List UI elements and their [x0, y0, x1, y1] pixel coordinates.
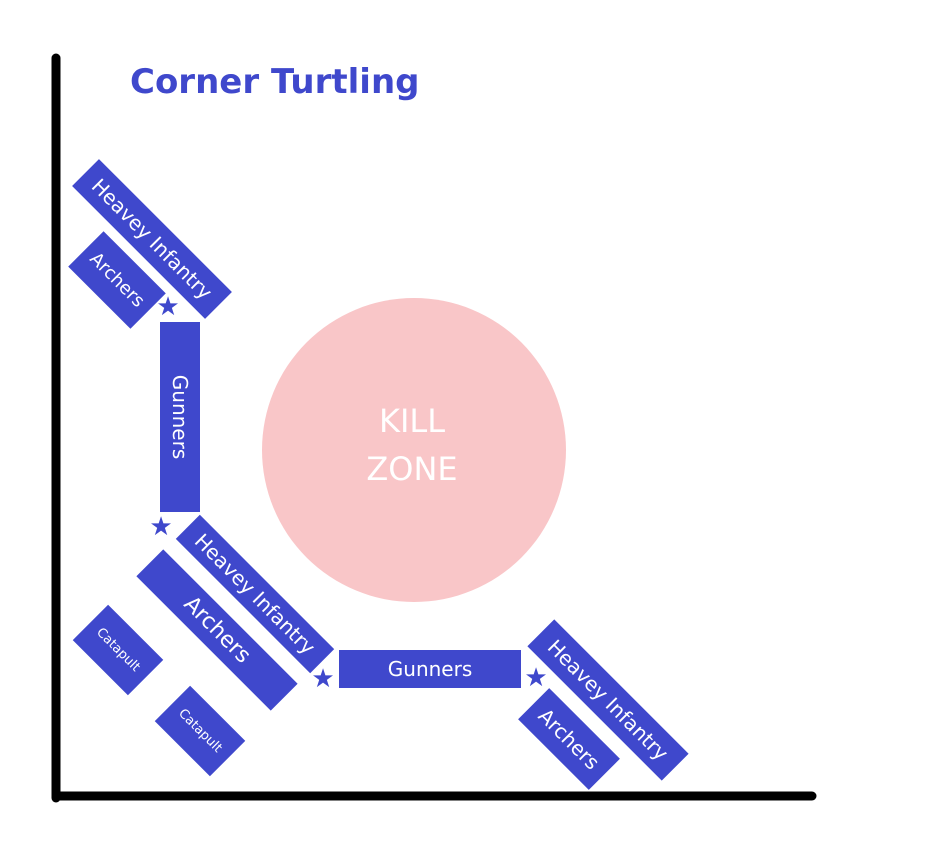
unit-label: Gunners: [168, 375, 192, 459]
star-icon: ★: [311, 664, 334, 694]
unit-catapult-2: Catapult: [154, 685, 246, 777]
star-icon: ★: [524, 663, 547, 693]
kill-zone-label-line2: ZONE: [366, 450, 457, 488]
unit-label: Gunners: [388, 657, 472, 681]
star-icon: ★: [149, 512, 172, 542]
kill-zone: KILL ZONE: [262, 298, 566, 602]
kill-zone-label-line1: KILL: [379, 402, 445, 440]
unit-left-gunners: Gunners: [160, 322, 200, 512]
kill-zone-circle: [262, 298, 566, 602]
diagram-title: Corner Turtling: [130, 62, 419, 102]
unit-catapult-1: Catapult: [72, 604, 164, 696]
unit-bottom-gunners: Gunners: [339, 650, 521, 688]
star-icon: ★: [156, 292, 179, 322]
unit-top-archers: Archers: [68, 231, 166, 329]
